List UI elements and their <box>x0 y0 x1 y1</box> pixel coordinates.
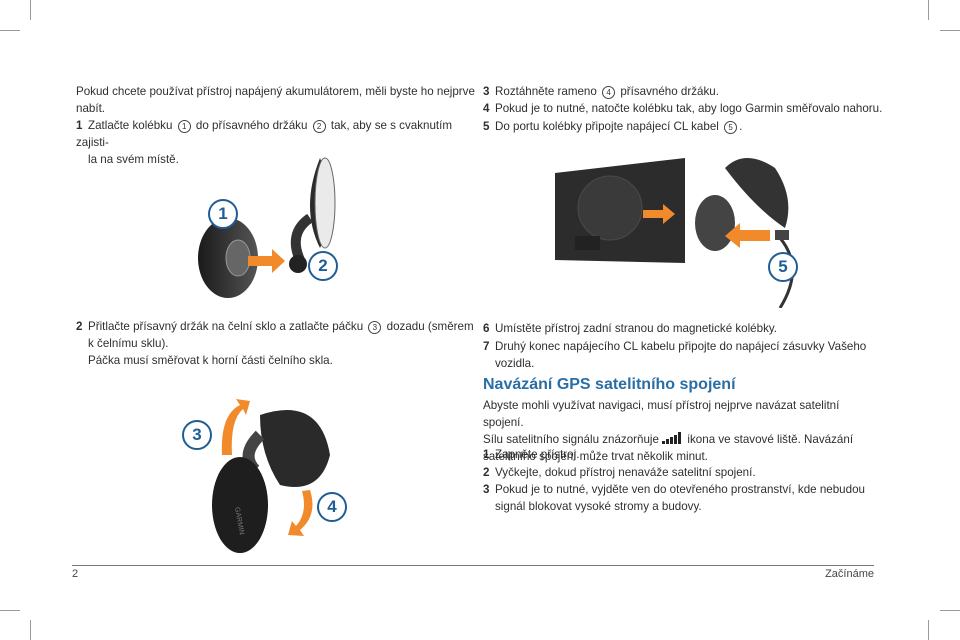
ball-joint <box>289 255 307 273</box>
callout-4: 4 <box>317 492 347 522</box>
crop-mark <box>940 610 960 611</box>
step-text: Do portu kolébky připojte napájecí CL ka… <box>495 120 719 133</box>
step-number: 4 <box>483 102 490 115</box>
crop-mark <box>0 30 20 31</box>
step-6: 6 Umístěte přístroj zadní stranou do magn… <box>483 320 883 337</box>
callout-ref: 2 <box>312 120 326 133</box>
cradle-disc <box>695 195 735 251</box>
step-text: Zatlačte kolébku <box>88 119 173 132</box>
step-text: . <box>739 120 743 133</box>
crop-mark <box>928 620 929 640</box>
paragraph-text: satelitního spojení může trvat několik m… <box>483 450 708 463</box>
arrow-up <box>221 399 250 455</box>
arrow-left <box>725 223 770 248</box>
step-text: k čelnímu sklu). <box>88 337 169 350</box>
step-text: Roztáhněte rameno <box>495 85 597 98</box>
callout-ref: 3 <box>368 321 382 334</box>
step-2: 2 Přitlačte přísavný držák na čelní sklo … <box>76 318 476 369</box>
callout-2: 2 <box>308 251 338 281</box>
gps-step-2: 2 Vyčkejte, dokud přístroj nenaváže satel… <box>483 464 883 481</box>
paragraph-text: ikona ve stavové liště. Navázání <box>687 433 854 446</box>
step-text: tak, aby se s cvaknutím zajisti- <box>76 119 453 149</box>
figure-suction-lever: GARMIN <box>212 399 330 553</box>
crop-mark <box>928 0 929 20</box>
callout-5: 5 <box>768 252 798 282</box>
crop-mark <box>30 0 31 20</box>
step-text: Pokud je to nutné, vyjděte ven do otevře… <box>495 483 865 496</box>
section-heading: Navázání GPS satelitního spojení <box>483 376 736 393</box>
step-text: dozadu (směrem <box>386 320 474 333</box>
callout-3: 3 <box>182 420 212 450</box>
section-paragraph: Abyste mohli využívat navigaci, musí pří… <box>483 397 883 465</box>
step-5: 5 Do portu kolébky připojte napájecí CL k… <box>483 118 883 135</box>
step-number: 3 <box>483 483 490 496</box>
callout-1: 1 <box>208 199 238 229</box>
step-text: do přísavného držáku <box>195 119 308 132</box>
step-number: 5 <box>483 120 490 133</box>
step-7: 7 Druhý konec napájecího CL kabelu připoj… <box>483 338 883 372</box>
gps-step-1: 1 Zapněte přístroj. <box>483 446 883 463</box>
step-number: 7 <box>483 340 490 353</box>
step-number: 1 <box>483 448 490 461</box>
step-1: 1 Zatlačte kolébku 1 do přísavného držáku… <box>76 117 476 168</box>
paragraph-text: Sílu satelitního signálu znázorňuje <box>483 433 659 446</box>
device-vent <box>575 236 600 250</box>
gps-step-3: 3 Pokud je to nutné, vyjděte ven do otevř… <box>483 481 883 515</box>
page-number: 2 <box>72 568 79 580</box>
crop-mark <box>940 30 960 31</box>
step-text: signál blokovat vysoké stromy a budovy. <box>495 500 702 513</box>
crop-mark <box>0 610 20 611</box>
paragraph-text: Abyste mohli využívat navigaci, musí pří… <box>483 399 840 429</box>
crop-mark <box>30 620 31 640</box>
callout-ref: 4 <box>602 86 616 99</box>
step-text: Druhý konec napájecího CL kabelu připojt… <box>495 340 867 353</box>
callout-ref: 1 <box>177 120 191 133</box>
step-number: 1 <box>76 119 83 132</box>
step-4: 4 Pokud je to nutné, natočte kolébku tak,… <box>483 100 883 117</box>
step-text: přísavného držáku. <box>620 85 719 98</box>
step-note: Páčka musí směřovat k horní části čelníh… <box>88 354 333 367</box>
cable-connector <box>775 230 789 240</box>
mount-arm <box>290 213 314 263</box>
step-text: Vyčkejte, dokud přístroj nenaváže sateli… <box>495 466 756 479</box>
intro-paragraph: Pokud chcete používat přístroj napájený … <box>76 83 476 117</box>
brand-logo: GARMIN <box>233 507 245 536</box>
intro-text: Pokud chcete používat přístroj napájený … <box>76 85 475 115</box>
arrow-down <box>288 490 313 536</box>
footer-rule <box>72 565 874 566</box>
step-text: Pokud je to nutné, natočte kolébku tak, … <box>495 102 883 115</box>
cradle-ring <box>225 239 251 277</box>
arrow-right <box>643 204 675 224</box>
step-text: Zapněte přístroj. <box>495 448 580 461</box>
suction-disc <box>212 457 268 553</box>
magnetic-plate <box>577 175 643 241</box>
section-name: Začínáme <box>825 568 874 580</box>
step-number: 2 <box>76 320 83 333</box>
arrow-right <box>248 249 285 273</box>
figure-device-cable <box>555 158 794 308</box>
figure-cradle-mount <box>198 157 336 298</box>
step-text: Přitlačte přísavný držák na čelní sklo a… <box>88 320 364 333</box>
step-number: 6 <box>483 322 490 335</box>
suction-cup <box>725 158 789 228</box>
mount-body <box>260 410 330 487</box>
step-text: vozidla. <box>495 357 535 370</box>
step-number: 3 <box>483 85 490 98</box>
step-text: Umístěte přístroj zadní stranou do magne… <box>495 322 778 335</box>
step-number: 2 <box>483 466 490 479</box>
signal-bars-icon <box>662 432 682 444</box>
step-text: la na svém místě. <box>88 153 179 166</box>
step-3: 3 Roztáhněte rameno 4 přísavného držáku. <box>483 83 883 100</box>
callout-ref: 5 <box>724 121 738 134</box>
